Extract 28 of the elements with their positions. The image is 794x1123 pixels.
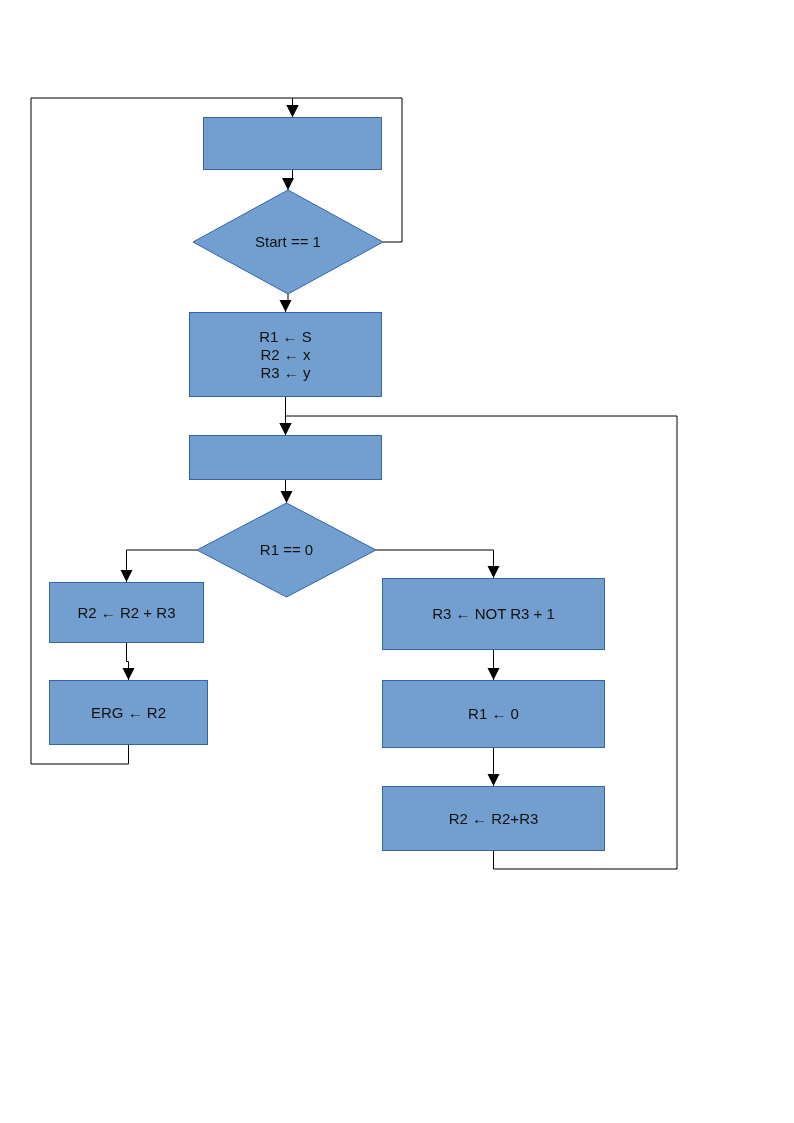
decision-diamond [197,503,376,597]
process-box [49,680,208,745]
arrow [120,549,198,583]
node-label: R1 ← S R2 ← x R3 ← y [258,327,313,382]
node-label: R1 ← 0 [468,705,519,723]
node-label: R2 ← R2 + R3 [77,603,176,622]
process-box [189,312,382,397]
arrow [279,415,678,870]
decision-diamond [193,190,383,294]
arrow [487,649,500,681]
node-label: R1 == 0 [259,541,314,559]
arrow [487,747,500,787]
arrow [282,169,294,191]
node-label: R2 ← R2+R3 [448,809,539,828]
process-box [189,435,382,480]
process-box [49,582,204,643]
node-label: R3 ← NOT R3 + 1 [432,605,555,623]
process-box [382,680,605,748]
process-box [382,786,605,851]
arrow [122,642,135,681]
process-box [382,578,605,650]
process-box [203,117,382,170]
arrow [375,549,500,579]
arrow [279,293,292,313]
arrow [30,97,299,765]
node-label: ERG ← R2 [91,703,166,722]
arrow [280,479,293,504]
node-label: Start == 1 [255,233,321,251]
